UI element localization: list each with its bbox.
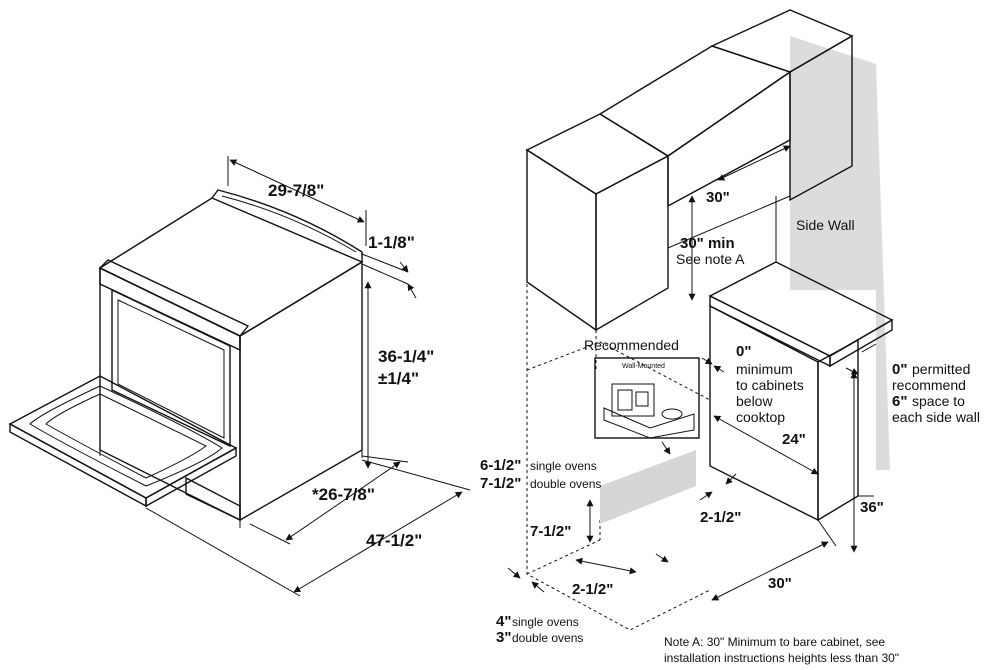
installation-dimension-lines (507, 145, 877, 601)
oven-single-text: single ovens (530, 459, 597, 473)
see-note-a: See note A (676, 251, 745, 267)
dim-counter-offset: 2-1/2" (700, 509, 741, 526)
dim-width: 29-7/8" (268, 181, 324, 200)
oven-double-text: double ovens (530, 477, 601, 491)
note-a-line2: installation instructions heights less t… (664, 651, 899, 665)
side-each-wall: each side wall (892, 409, 980, 425)
dim-min-clearance: 30" min (680, 235, 735, 252)
dim-height-tolerance: ±1/4" (378, 369, 419, 388)
dim-depth: *26-7/8" (312, 485, 375, 504)
zero-desc-3: below (736, 393, 773, 409)
dim-counter-depth: 24" (782, 431, 806, 448)
dim-depth-door-open: 47-1/2" (366, 531, 422, 550)
range-illustration (8, 189, 364, 528)
rear-double-text: double ovens (512, 631, 583, 645)
range-dimension-lines (145, 156, 471, 597)
dim-side-six: 6" (892, 393, 907, 410)
dim-side-zero: 0" (892, 361, 907, 378)
rear-single-text: single ovens (512, 615, 579, 629)
dim-floor-offset: 2-1/2" (572, 581, 613, 598)
side-permitted: permitted (912, 361, 970, 377)
side-recommend: recommend (892, 377, 966, 393)
dim-zero-min: 0" (736, 343, 751, 360)
dim-rear-single: 4" (496, 613, 511, 630)
dim-top-height: 1-1/8" (368, 233, 415, 252)
dim-cabinet-width: 30" (706, 189, 730, 206)
side-space-to: space to (912, 393, 965, 409)
dim-rear-double: 3" (496, 629, 511, 646)
zero-desc-4: cooktop (736, 409, 785, 425)
dim-counter-height: 36" (860, 499, 884, 516)
side-wall-label: Side Wall (796, 217, 855, 233)
wall-mounted-label: Wall-Mounted (622, 363, 665, 370)
note-a-line1: Note A: 30" Minimum to bare cabinet, see (664, 635, 885, 649)
recommended-label: Recommended (584, 337, 679, 353)
dim-outlet-height: 7-1/2" (530, 523, 571, 540)
zero-desc-2: to cabinets (736, 377, 804, 393)
zero-desc-1: minimum (736, 361, 793, 377)
dim-oven-single: 6-1/2" (480, 457, 521, 474)
dim-oven-double: 7-1/2" (480, 475, 521, 492)
dim-height: 36-1/4" (378, 347, 434, 366)
dim-floor-width: 30" (768, 575, 792, 592)
installation-illustration (525, 9, 894, 631)
